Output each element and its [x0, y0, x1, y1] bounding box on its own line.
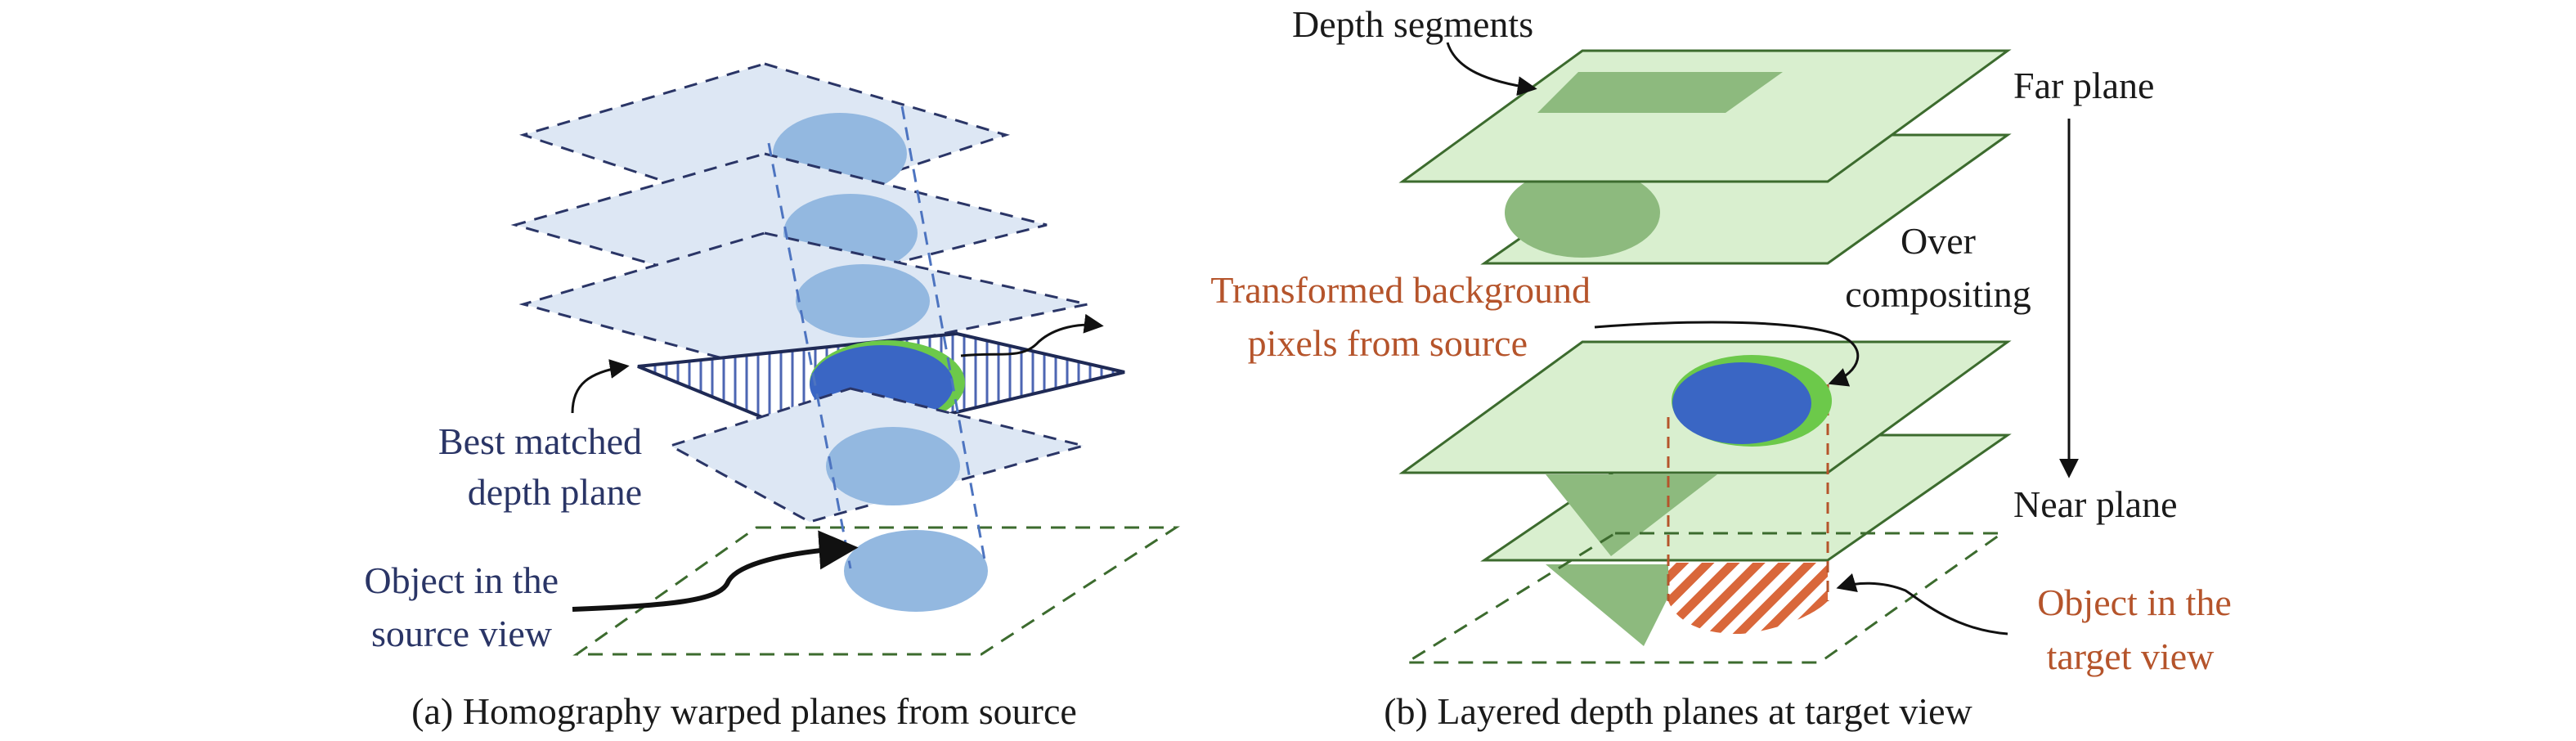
- arrow-depth-segments: [1446, 42, 1537, 97]
- label-object-source-2: source view: [371, 613, 553, 654]
- target-view-plane: [1402, 532, 2006, 664]
- composited-object: [1672, 362, 1811, 444]
- panel-b: Depth segments Far plane Over compositin…: [1210, 3, 2231, 732]
- caption-b: (b) Layered depth planes at target view: [1384, 690, 1972, 732]
- label-over: Over: [1901, 220, 1976, 262]
- label-near-plane: Near plane: [2013, 483, 2178, 525]
- panel-a: Best matched depth plane Object in the s…: [364, 62, 1181, 732]
- label-compositing: compositing: [1845, 273, 2031, 315]
- label-transformed-1: Transformed background: [1210, 269, 1591, 311]
- label-object-target-2: target view: [2047, 635, 2215, 677]
- projection-line-right: [900, 106, 987, 565]
- depth-segment-triangle-lower: [1546, 564, 1685, 646]
- label-best-matched-1: Best matched: [438, 420, 642, 462]
- label-far-plane: Far plane: [2013, 65, 2154, 106]
- label-object-source-1: Object in the: [364, 559, 559, 601]
- warped-plane-1: [518, 62, 1011, 216]
- label-transformed-2: pixels from source: [1248, 322, 1528, 364]
- arrow-rim-out: [960, 313, 1104, 357]
- label-best-matched-2: depth plane: [468, 471, 642, 513]
- depth-segment-rect: [1537, 72, 1783, 113]
- far-plane: [1398, 49, 2012, 183]
- target-object-hatched: [1668, 563, 1828, 634]
- arrow-transformed-pixels: [1594, 321, 1860, 387]
- depth-segment-ellipse: [1505, 168, 1660, 258]
- depth-segment-triangle-upper: [1546, 474, 1717, 556]
- object-ellipse-3: [796, 264, 930, 338]
- source-view-plane: [572, 526, 1181, 656]
- caption-a: (a) Homography warped planes from source: [411, 690, 1077, 732]
- label-object-target-1: Object in the: [2037, 582, 2232, 623]
- arrow-target-object: [1836, 573, 2008, 635]
- projection-line-left: [767, 142, 852, 569]
- arrow-best-matched: [571, 359, 630, 414]
- source-object-ellipse: [844, 530, 988, 612]
- arrow-source-object: [572, 530, 859, 612]
- object-ellipse-5: [826, 427, 960, 505]
- label-depth-segments: Depth segments: [1292, 3, 1533, 45]
